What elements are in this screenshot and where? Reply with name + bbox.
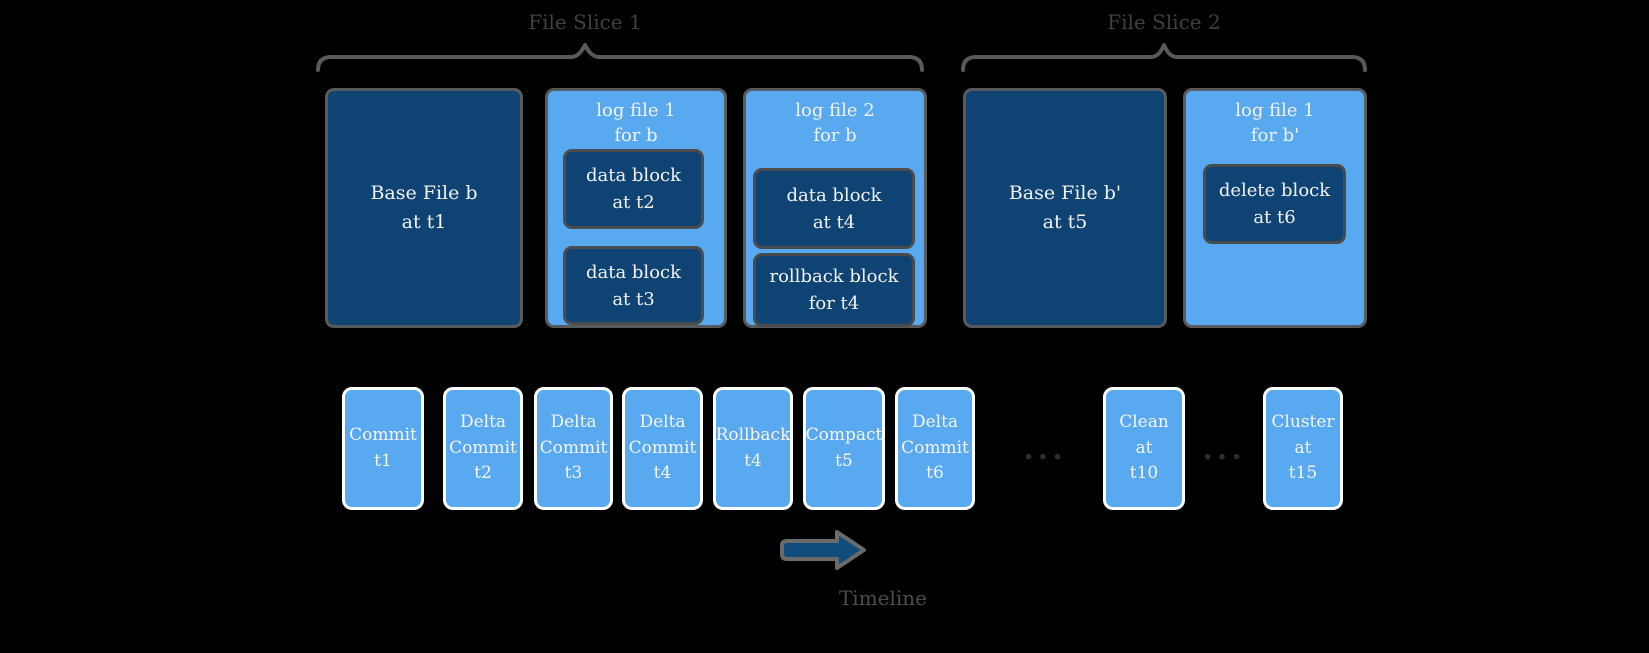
base-file-b-line1: Base File b <box>370 181 478 204</box>
rollback-block-t4-line2: for t4 <box>808 293 860 314</box>
log-file-2-b-title: log file 2 for b <box>795 98 874 148</box>
file-slice-1-label: File Slice 1 <box>528 10 642 34</box>
timeline-item-text: Delta <box>911 412 959 433</box>
timeline-item-text: Commit <box>539 437 608 458</box>
timeline-ellipsis-2: ... <box>1202 432 1246 467</box>
timeline-item-text: at <box>1294 437 1312 458</box>
log-file-1-b-line2: for b <box>614 125 658 147</box>
timeline-item-rollback-t4: Rollback t4 <box>713 387 793 510</box>
data-block-t4-line2: at t4 <box>812 211 856 233</box>
timeline-item-text: Delta <box>639 412 686 433</box>
timeline-item-text: t3 <box>564 463 583 484</box>
timeline-item-text: Delta <box>550 412 597 433</box>
timeline-item-text: Commit <box>349 425 417 445</box>
data-block-t2-line2: at t2 <box>612 192 655 213</box>
log-file-2-b-line2: for b <box>813 125 857 147</box>
timeline-item-text: t1 <box>374 450 392 471</box>
timeline-item-text: t2 <box>474 463 492 484</box>
timeline-item-delta-commit-t2: Delta Commit t2 <box>443 387 523 510</box>
timeline-item-delta-commit-t6: Delta Commit t6 <box>895 387 975 510</box>
log-file-1-b-line1: log file 1 <box>596 100 676 121</box>
timeline-item-delta-commit-t4: Delta Commit t4 <box>622 387 703 510</box>
timeline-item-text: t5 <box>835 450 853 471</box>
data-block-t2-line1: data block <box>585 165 682 186</box>
log-file-2-b-line1: log file 2 <box>795 100 875 121</box>
delete-block-t6: delete block at t6 <box>1203 164 1346 244</box>
data-block-t4-line1: data block <box>786 184 882 206</box>
log-file-1-b-box: log file 1 for b data block at t2 data b… <box>545 88 727 328</box>
log-file-1-b-prime-line2: for b' <box>1250 125 1300 147</box>
data-block-t3: data block at t3 <box>563 246 704 325</box>
timeline-item-compact-t5: Compact t5 <box>803 387 885 510</box>
timeline-item-text: t15 <box>1288 463 1318 484</box>
log-file-2-b-box: log file 2 for b data block at t4 rollba… <box>743 88 927 328</box>
data-block-t2: data block at t2 <box>563 149 704 229</box>
data-block-t4: data block at t4 <box>753 168 915 249</box>
data-block-t3-line2: at t3 <box>612 288 655 310</box>
timeline-item-text: Delta <box>459 412 507 433</box>
log-file-1-b-prime-line1: log file 1 <box>1235 100 1315 121</box>
timeline-item-cluster-t15: Cluster at t15 <box>1263 387 1343 510</box>
data-block-t3-line1: data block <box>585 261 682 283</box>
timeline-item-text: Compact <box>805 425 883 445</box>
log-file-1-b-title: log file 1 for b <box>596 98 675 148</box>
timeline-item-text: Rollback <box>715 425 791 445</box>
delete-block-t6-line2: at t6 <box>1253 207 1296 228</box>
timeline-item-text: Clean <box>1119 412 1169 433</box>
timeline-item-text: at <box>1135 437 1153 458</box>
timeline-item-text: t4 <box>744 450 762 471</box>
timeline-item-text: Commit <box>628 437 697 458</box>
base-file-b-prime-text: Base File b' at t5 <box>1009 179 1121 238</box>
base-file-b-prime-line2: at t5 <box>1042 211 1088 233</box>
timeline-ellipsis-1: ... <box>1023 432 1067 467</box>
base-file-b-text: Base File b at t1 <box>370 179 477 238</box>
log-file-1-b-prime-title: log file 1 for b' <box>1235 98 1314 148</box>
base-file-b-prime-line1: Base File b' <box>1008 181 1122 204</box>
timeline-item-clean-t10: Clean at t10 <box>1103 387 1185 510</box>
base-file-b-line2: at t1 <box>401 211 447 233</box>
timeline-label: Timeline <box>838 586 928 610</box>
file-slice-2-brace-icon <box>961 43 1367 72</box>
file-slice-1-brace-icon <box>316 43 924 72</box>
rollback-block-t4: rollback block for t4 <box>753 253 915 327</box>
timeline-item-text: t10 <box>1129 463 1159 484</box>
timeline-item-text: Cluster <box>1271 412 1335 433</box>
timeline-arrow-icon <box>780 530 866 570</box>
timeline-item-text: Commit <box>901 437 969 458</box>
rollback-block-t4-line1: rollback block <box>769 266 899 287</box>
timeline-item-commit-t1: Commit t1 <box>342 387 424 510</box>
timeline-item-text: t6 <box>926 463 944 484</box>
timeline-item-text: t4 <box>653 463 672 484</box>
timeline-item-text: Commit <box>449 437 517 458</box>
base-file-b-prime-box: Base File b' at t5 <box>963 88 1167 328</box>
base-file-b-box: Base File b at t1 <box>325 88 523 328</box>
file-slice-2-label: File Slice 2 <box>1107 10 1221 34</box>
delete-block-t6-line1: delete block <box>1218 180 1331 201</box>
timeline-item-delta-commit-t3: Delta Commit t3 <box>534 387 613 510</box>
log-file-1-b-prime-box: log file 1 for b' delete block at t6 <box>1183 88 1367 328</box>
